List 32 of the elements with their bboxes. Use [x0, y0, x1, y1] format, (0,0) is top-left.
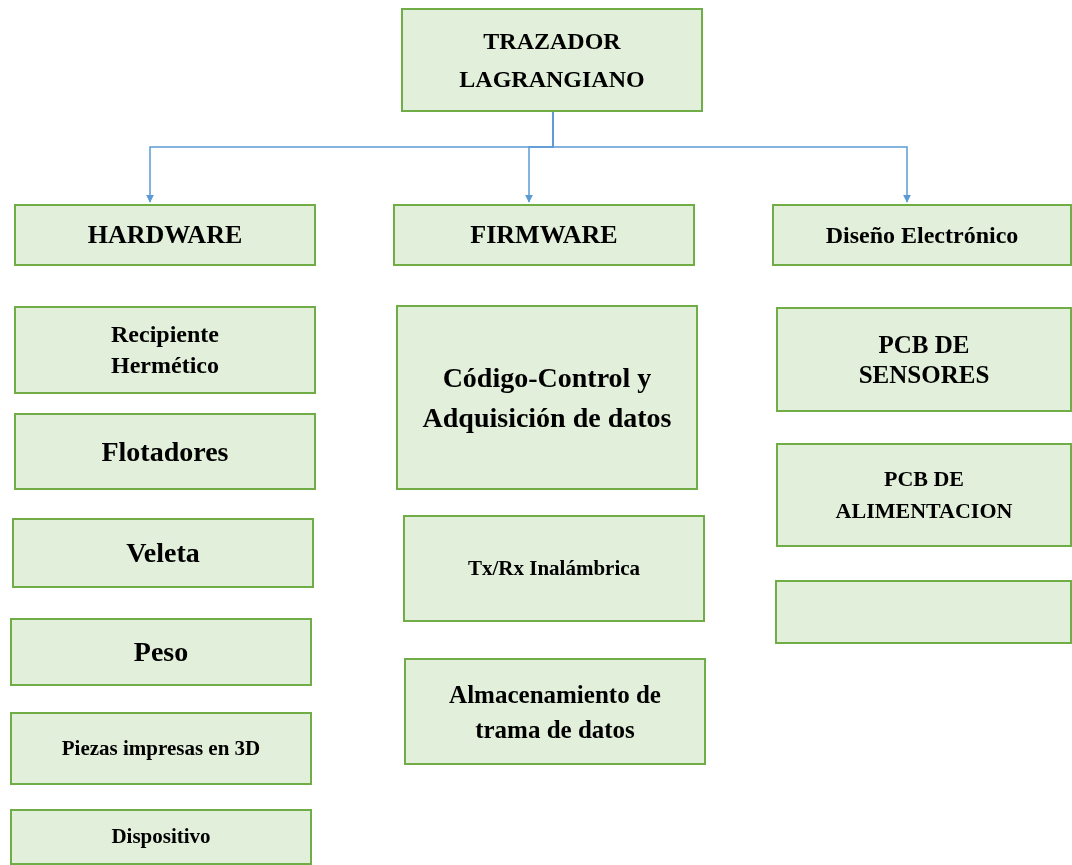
box-label: Diseño Electrónico [825, 220, 1019, 250]
process-box [776, 443, 1072, 547]
connector-arrow [552, 111, 911, 203]
process-box [772, 204, 1072, 266]
process-box [393, 204, 695, 266]
process-box [10, 618, 312, 686]
process-box [14, 204, 316, 266]
process-box [10, 712, 312, 785]
box-label: PCB DE SENSORES [857, 329, 991, 390]
process-box [403, 515, 705, 622]
process-box [14, 413, 316, 490]
box-label: TRAZADOR LAGRANGIANO [458, 26, 646, 94]
process-box [401, 8, 703, 112]
process-box [12, 518, 314, 588]
box-label: Dispositivo [111, 824, 211, 850]
box-label: Almacenamiento de trama de datos [448, 679, 662, 745]
process-box [776, 307, 1072, 412]
process-box [14, 306, 316, 394]
box-label: Recipiente Hermético [110, 319, 220, 380]
box-label: HARDWARE [87, 219, 243, 251]
box-label: Flotadores [101, 434, 229, 469]
box-label: Peso [133, 635, 189, 669]
process-box [396, 305, 698, 490]
box-label: Piezas impresas en 3D [61, 735, 261, 762]
box-label: Tx/Rx Inalámbrica [467, 554, 641, 582]
empty-box [775, 580, 1072, 644]
box-label: Código-Control y Adquisición de datos [421, 361, 673, 435]
process-box [10, 809, 312, 865]
box-label: PCB DE ALIMENTACION [834, 465, 1014, 525]
box-label: Veleta [126, 536, 200, 570]
process-box [404, 658, 706, 765]
box-label: FIRMWARE [470, 219, 618, 251]
